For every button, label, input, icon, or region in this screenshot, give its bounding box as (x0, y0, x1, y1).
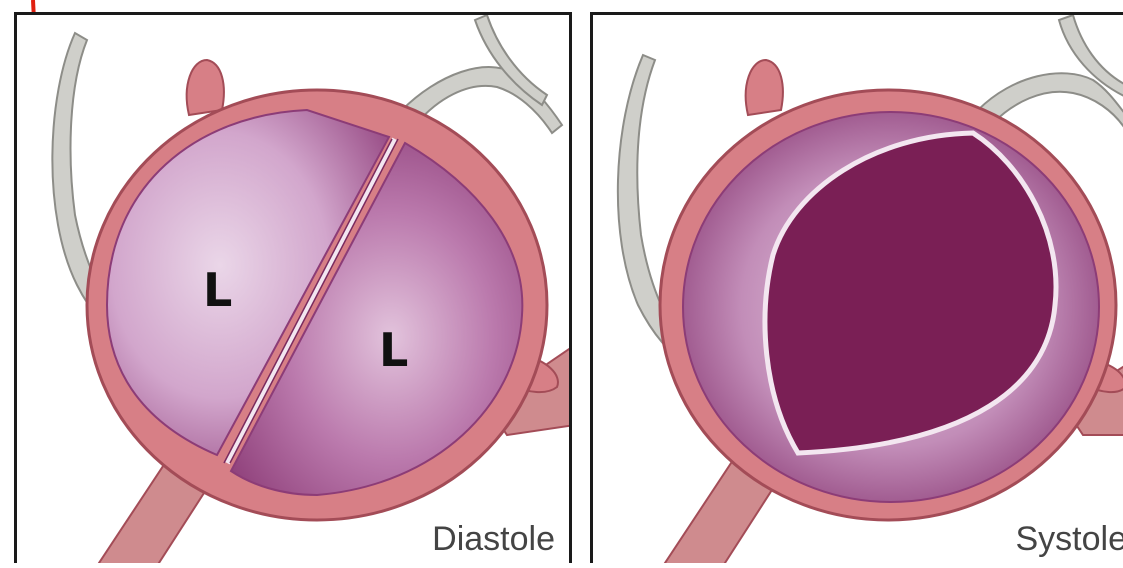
diastole-label: Diastole (432, 520, 555, 559)
diastole-valve-illustration (17, 15, 572, 563)
systole-panel: Systole (590, 12, 1123, 563)
valve-nub-top (746, 60, 783, 115)
leaflet-label-right: L (379, 323, 408, 377)
leaflet-label-left: L (203, 263, 232, 317)
systole-valve-illustration (593, 15, 1123, 563)
systole-label: Systole (1016, 520, 1123, 559)
diastole-panel: L L Diastole (14, 12, 572, 563)
valve-nub-top (187, 60, 224, 115)
